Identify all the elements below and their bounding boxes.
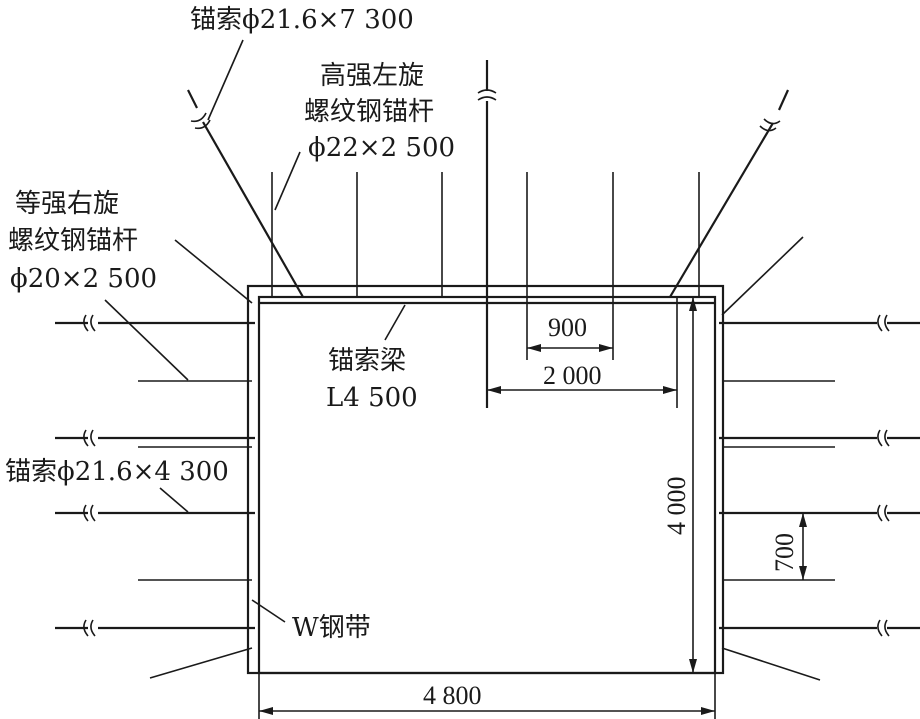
dimension-4800	[258, 673, 716, 719]
label-cable-beam-line2: L4 500	[326, 383, 418, 413]
dimension-700	[799, 513, 807, 580]
dim-label-4800: 4 800	[423, 681, 482, 710]
label-bolt-top-line1: 高强左旋	[320, 61, 424, 91]
dimension-900	[527, 344, 613, 352]
dim-label-4000: 4 000	[662, 477, 691, 536]
label-steel-strip: W钢带	[292, 613, 371, 643]
right-rib-cables	[719, 314, 920, 637]
roof-cable-left	[187, 89, 304, 298]
roof-cable-right	[669, 89, 790, 298]
label-cable-short: 锚索ϕ21.6×4 300	[5, 457, 229, 487]
roof-bolts	[271, 172, 700, 360]
right-rib-bolts	[721, 236, 835, 681]
dimension-4000	[689, 297, 697, 673]
label-bolt-top-line2: 螺纹钢锚杆	[304, 97, 434, 127]
center-cable	[477, 60, 497, 408]
label-bolt-top-line3: ϕ22×2 500	[308, 133, 455, 163]
label-bolt-side-line3: ϕ20×2 500	[10, 264, 157, 294]
leader-lines	[104, 39, 406, 623]
label-bolt-side-line1: 等强右旋	[15, 189, 119, 219]
dim-label-900: 900	[548, 313, 587, 342]
label-cable-beam-line1: 锚索梁	[328, 346, 406, 376]
dimension-2000	[487, 297, 678, 408]
left-rib-bolts	[138, 239, 253, 679]
label-cable-long: 锚索ϕ21.6×7 300	[190, 5, 414, 35]
left-rib-cables	[55, 314, 255, 637]
dim-label-700: 700	[770, 533, 799, 572]
label-bolt-side-line2: 螺纹钢锚杆	[8, 226, 138, 256]
dim-label-2000: 2 000	[543, 361, 602, 390]
